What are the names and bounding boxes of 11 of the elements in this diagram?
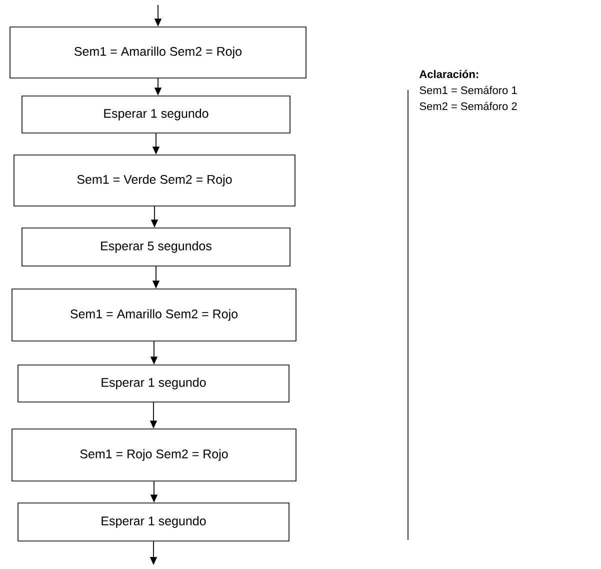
process-box: Esperar 5 segundos: [22, 228, 290, 266]
process-box: Sem1 = Amarillo Sem2 = Rojo: [12, 288, 296, 342]
process-box: Sem1 = Verde Sem2 = Rojo: [14, 154, 296, 206]
legend-heading: Aclaración:: [419, 70, 478, 78]
legend-text: Sem2 = Semáforo 2: [420, 102, 517, 110]
process-box: Esperar 1 segundo: [18, 364, 290, 402]
legend-text: Sem1 = Semáforo 1: [420, 86, 517, 94]
process-box: Sem1 = Rojo Sem2 = Rojo: [12, 428, 296, 482]
process-box: Esperar 1 segundo: [22, 96, 290, 134]
process-box: Esperar 1 segundo: [18, 502, 290, 542]
process-box: Sem1 = Amarillo Sem2 = Rojo: [10, 26, 306, 78]
